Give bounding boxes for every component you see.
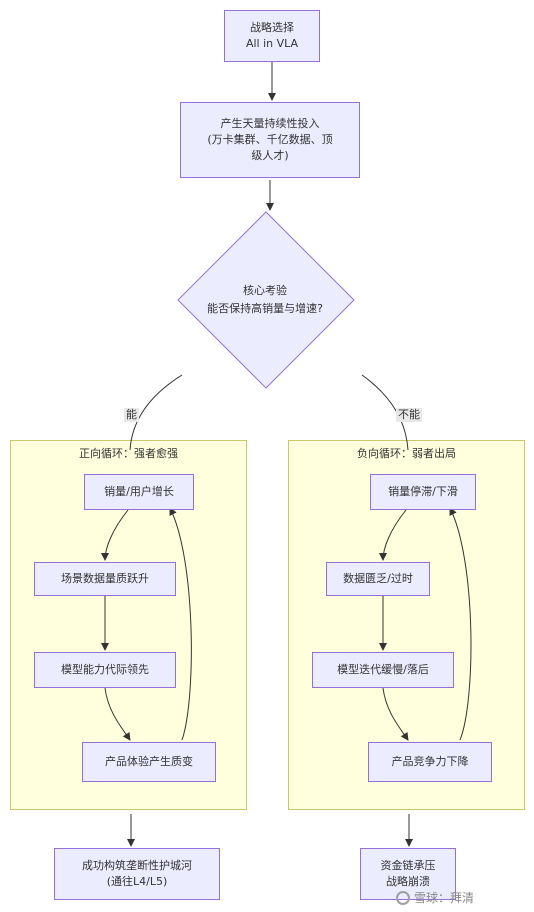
neg-data-node: 数据匮乏/过时 xyxy=(326,562,430,596)
pos-product-node-text: 产品体验产生质变 xyxy=(105,755,193,768)
positive-result-node: 成功构筑垄断性护城河 (通往L4/L5) xyxy=(54,848,220,900)
watermark-text: 雪球：拜清 xyxy=(413,891,474,905)
pos-data-node-text: 场景数据量质跃升 xyxy=(61,572,149,585)
yes-edge-label: 能 xyxy=(124,408,139,422)
neg-sales-node-text: 销量停滞/下滑 xyxy=(388,485,458,498)
pos-data-node: 场景数据量质跃升 xyxy=(34,562,176,596)
edge-decision-positive xyxy=(129,374,183,451)
pos-sales-node: 销量/用户增长 xyxy=(84,474,194,510)
investment-node-text: 产生天量持续性投入 (万卡集群、千亿数据、顶 级人才) xyxy=(207,117,333,162)
edge-decision-negative xyxy=(361,374,409,451)
strategy-node: 战略选择 All in VLA xyxy=(224,10,320,62)
pos-sales-node-text: 销量/用户增长 xyxy=(104,485,174,498)
decision-node-text: 核心考验 能否保持高销量与增速? xyxy=(207,284,323,315)
neg-model-node-text: 模型迭代缓慢/落后 xyxy=(337,663,429,676)
edge-neg-sales-data xyxy=(379,509,407,561)
edge-pos-product-sales xyxy=(169,507,192,741)
edge-pos-model-product xyxy=(104,687,131,741)
edge-pos-sales-data xyxy=(101,509,129,561)
negative-cycle-title: 负向循环：弱者出局 xyxy=(357,447,456,460)
neg-sales-node: 销量停滞/下滑 xyxy=(370,474,476,510)
neg-model-node: 模型迭代缓慢/落后 xyxy=(312,652,454,688)
neg-data-node-text: 数据匮乏/过时 xyxy=(343,572,413,585)
positive-result-node-text: 成功构筑垄断性护城河 (通往L4/L5) xyxy=(82,859,192,888)
edge-neg-product-sales xyxy=(449,507,472,741)
neg-product-node-text: 产品竞争力下降 xyxy=(391,755,469,768)
positive-cycle-title: 正向循环：强者愈强 xyxy=(79,447,178,460)
watermark: 雪球：拜清 xyxy=(395,889,474,906)
no-edge-label: 不能 xyxy=(396,408,422,422)
pos-model-node: 模型能力代际领先 xyxy=(34,652,176,688)
investment-node: 产生天量持续性投入 (万卡集群、千亿数据、顶 级人才) xyxy=(180,102,360,178)
edge-neg-model-product xyxy=(382,687,409,741)
pos-product-node: 产品体验产生质变 xyxy=(82,742,216,782)
pos-model-node-text: 模型能力代际领先 xyxy=(61,663,149,676)
neg-product-node: 产品竞争力下降 xyxy=(368,742,492,782)
snowball-logo-icon xyxy=(395,890,410,905)
decision-diamond xyxy=(177,211,355,389)
negative-result-node: 资金链承压 战略崩溃 xyxy=(360,848,456,900)
negative-result-node-text: 资金链承压 战略崩溃 xyxy=(380,859,436,888)
strategy-node-text: 战略选择 All in VLA xyxy=(245,21,299,50)
